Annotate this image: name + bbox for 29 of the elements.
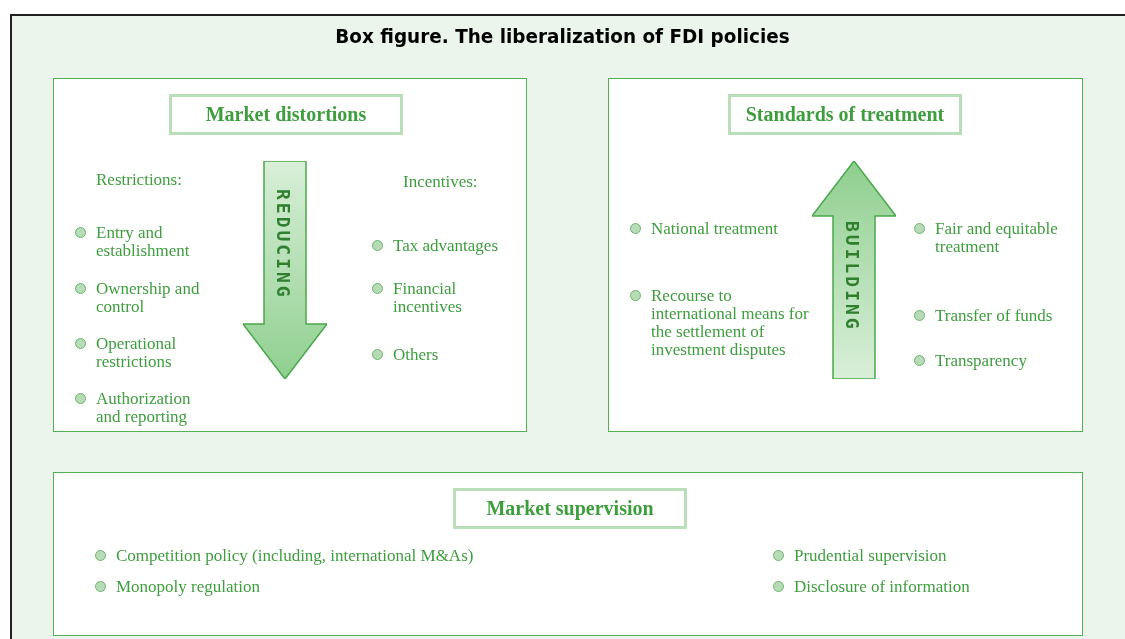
- list-item: Operational restrictions: [96, 335, 178, 371]
- list-item: Entry and establishment: [96, 224, 191, 260]
- list-heading: Restrictions:: [96, 171, 183, 189]
- list-item: Others: [393, 346, 440, 364]
- content-panel: [53, 78, 527, 432]
- list-item: Monopoly regulation: [116, 578, 261, 596]
- list-heading: Incentives:: [403, 173, 479, 191]
- arrow-label: REDUCING: [273, 189, 294, 300]
- list-item: National treatment: [651, 220, 779, 238]
- list-item: Transfer of funds: [935, 307, 1054, 325]
- section-heading: Market supervision: [453, 488, 687, 529]
- list-item: Disclosure of information: [794, 578, 971, 596]
- up-arrow: [812, 161, 896, 379]
- content-panel: [608, 78, 1083, 432]
- list-item: Competition policy (including, international M&As): [116, 547, 475, 565]
- section-heading: Standards of treatment: [728, 94, 962, 135]
- list-item: Fair and equitable treatment: [935, 220, 1059, 256]
- list-item: Transparency: [935, 352, 1028, 370]
- list-item: Financial incentives: [393, 280, 463, 316]
- list-item: Tax advantages: [393, 237, 499, 255]
- list-item: Recourse to international means for the settlement of investment disputes: [651, 287, 810, 359]
- down-arrow: [243, 161, 327, 379]
- content-panel: [53, 472, 1083, 636]
- section-heading: Market distortions: [169, 94, 403, 135]
- list-item: Prudential supervision: [794, 547, 948, 565]
- figure-title: Box figure. The liberalization of FDI policies: [334, 24, 791, 48]
- arrow-label: BUILDING: [842, 221, 863, 332]
- list-item: Ownership and control: [96, 280, 201, 316]
- list-item: Authorization and reporting: [96, 390, 192, 426]
